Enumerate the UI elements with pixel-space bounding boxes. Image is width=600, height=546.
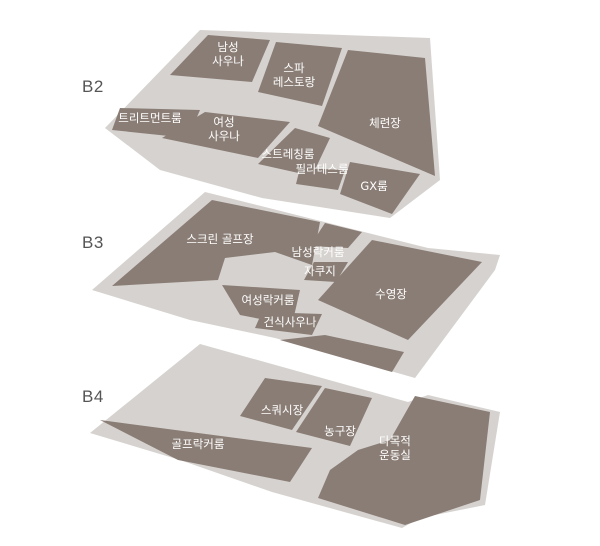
room-mens-locker bbox=[310, 223, 362, 248]
room-golf-locker bbox=[100, 420, 312, 482]
room-mens-sauna bbox=[170, 35, 270, 82]
floor-label-b2: B2 bbox=[82, 77, 104, 96]
room-label: 여성락커룸 bbox=[242, 293, 295, 307]
room-label: 스쿼시장 bbox=[261, 403, 304, 417]
room-label: 골프락커룸 bbox=[172, 437, 225, 451]
room-label: 스크린 골프장 bbox=[186, 232, 254, 246]
room-multipurpose bbox=[318, 396, 490, 525]
room-spa-restaurant bbox=[258, 42, 342, 106]
room-label: 건식사우나 bbox=[264, 315, 317, 329]
room-corridor-b3 bbox=[280, 335, 404, 372]
room-label: 트리트먼트룸 bbox=[118, 111, 181, 125]
room-gx bbox=[340, 162, 420, 214]
room-label: 수영장 bbox=[375, 287, 407, 301]
room-pilates bbox=[296, 168, 345, 190]
floor-label-b3: B3 bbox=[82, 233, 104, 252]
room-jacuzzi bbox=[304, 262, 348, 282]
room-label: 자쿠지 bbox=[304, 264, 336, 278]
room-squash bbox=[240, 378, 322, 430]
room-screen-golf bbox=[112, 200, 320, 286]
room-pool bbox=[318, 240, 482, 340]
room-dry-sauna bbox=[255, 312, 322, 335]
room-basketball bbox=[296, 388, 372, 446]
room-label: 남성락커룸 bbox=[292, 245, 345, 259]
room-womens-sauna bbox=[162, 112, 290, 158]
room-label: 필라테스룸 bbox=[296, 162, 349, 176]
room-label: 스트레칭룸 bbox=[262, 147, 315, 161]
room-label: 체련장 bbox=[369, 116, 401, 130]
room-fitness bbox=[318, 50, 435, 176]
room-stretching bbox=[258, 128, 330, 176]
room-label: GX룸 bbox=[360, 179, 387, 193]
floor-label-b4: B4 bbox=[82, 387, 104, 406]
room-label: 농구장 bbox=[324, 424, 356, 438]
floor-b3: B3 스크린 골프장 남성락커룸 자쿠지 수영장 여성락커룸 건식사우나 bbox=[82, 192, 500, 378]
